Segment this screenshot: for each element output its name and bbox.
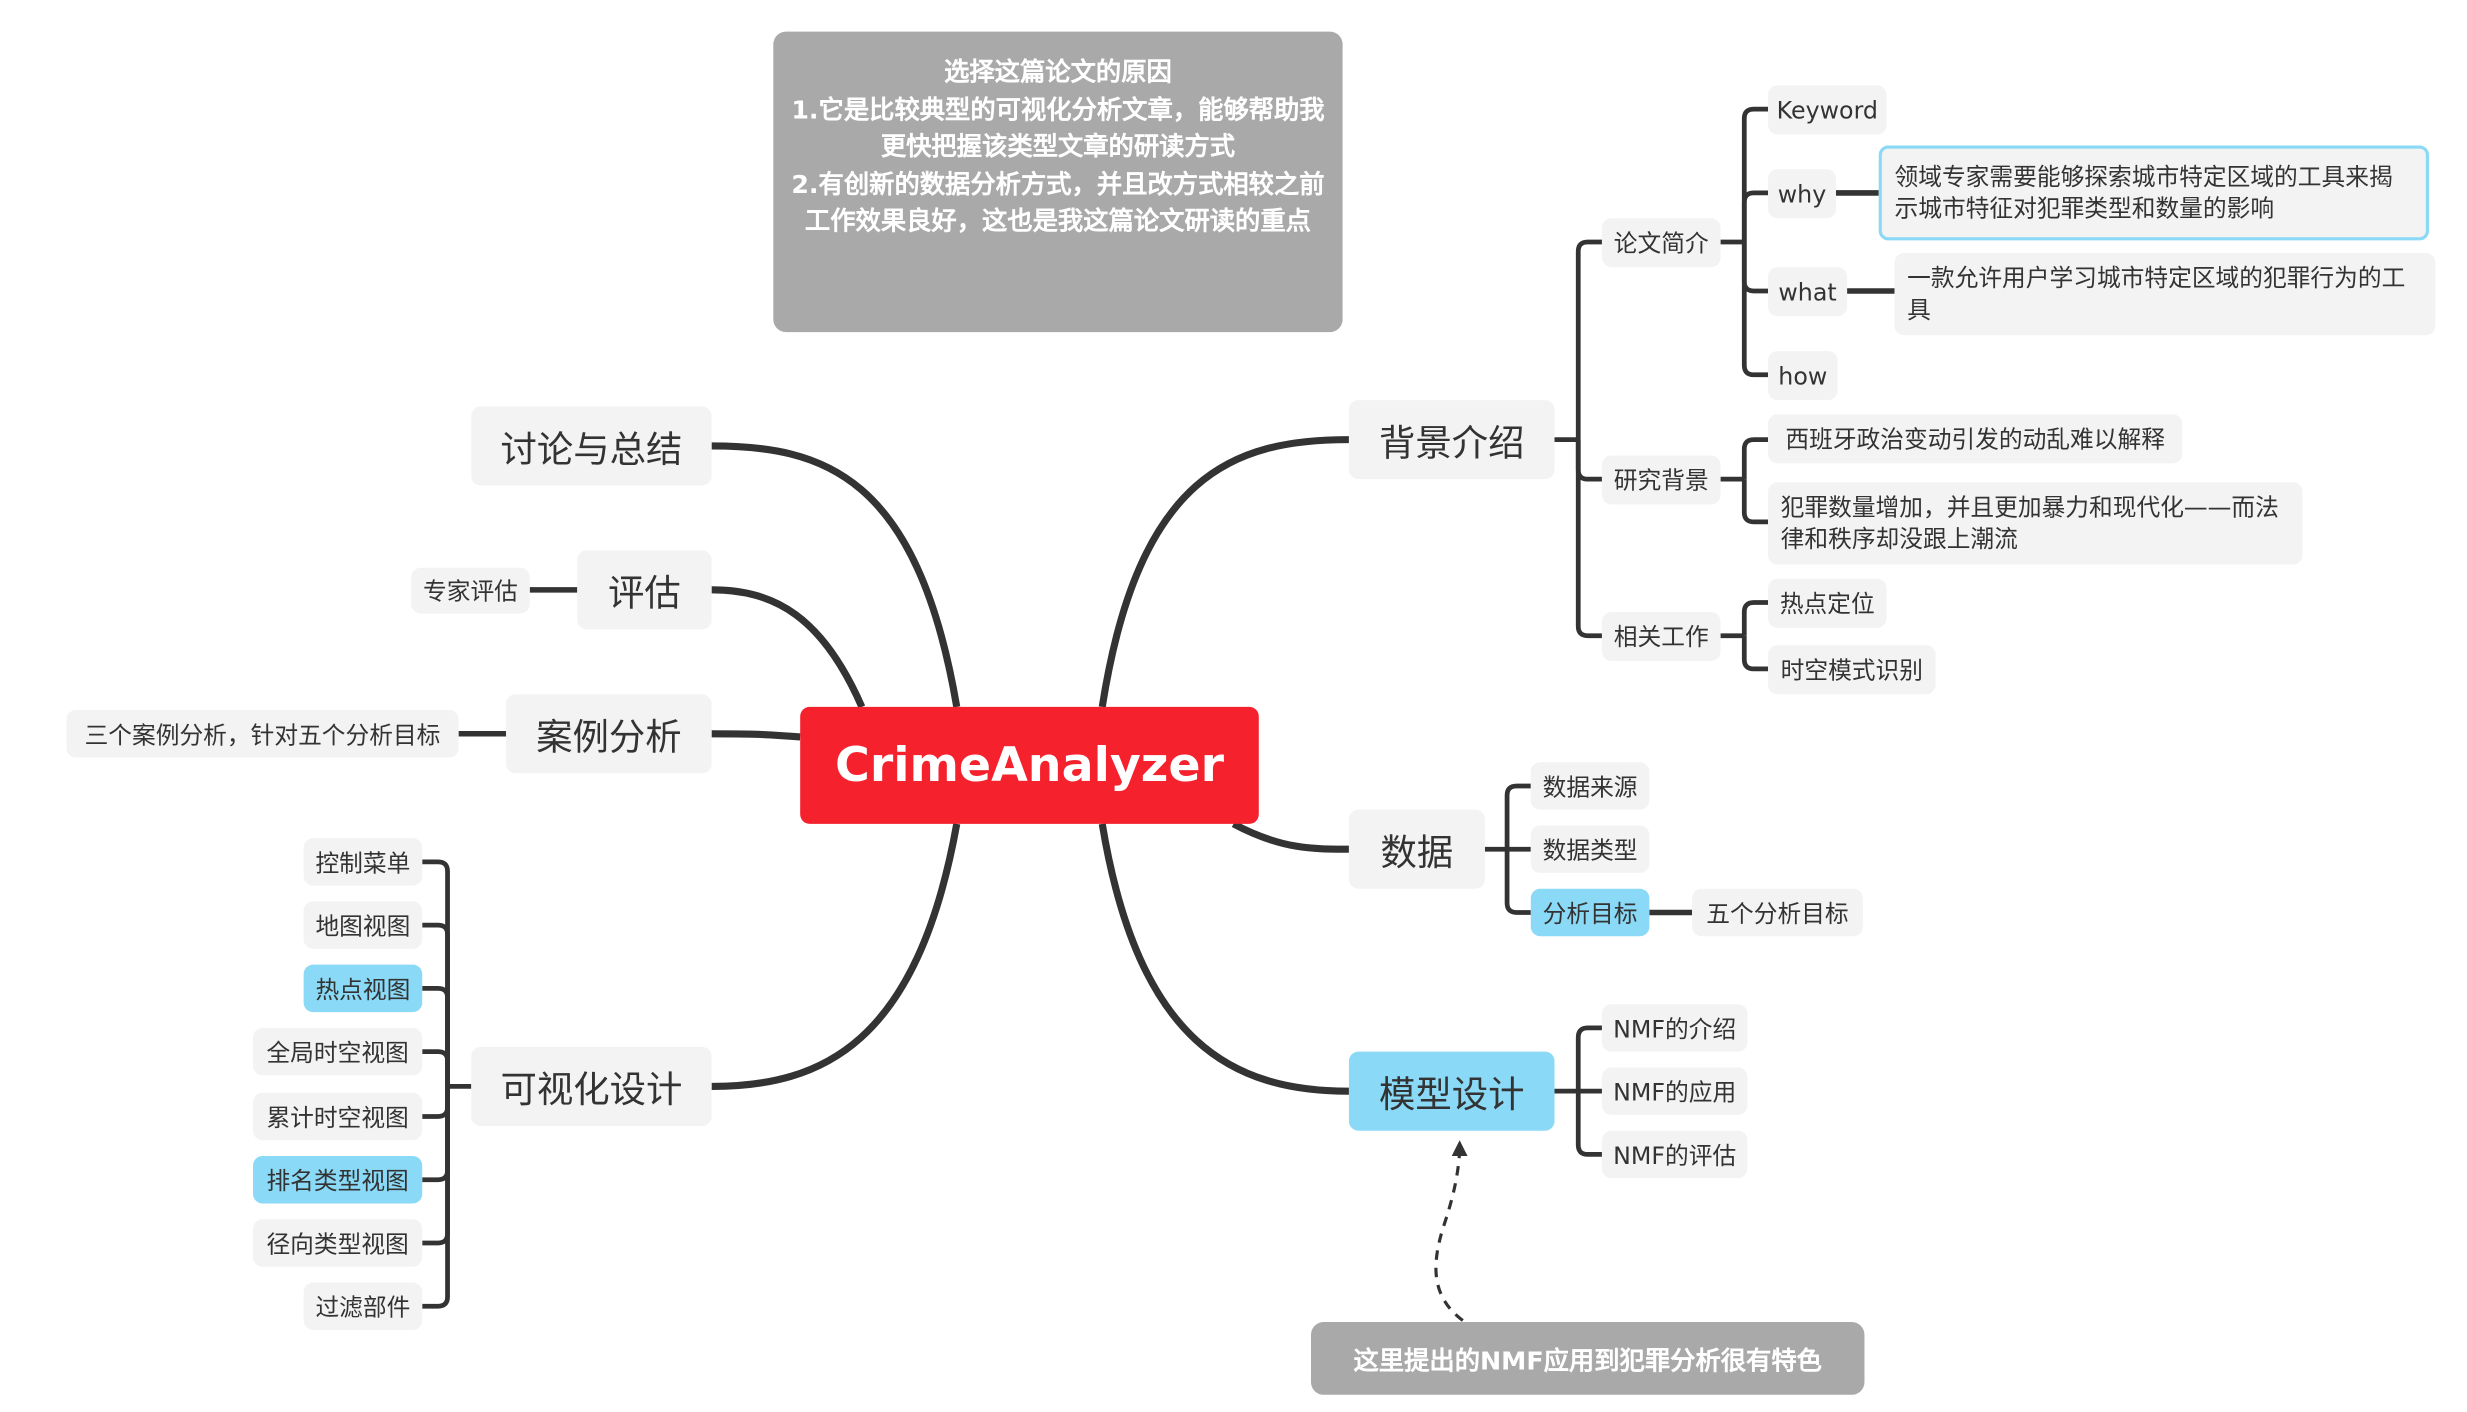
note-arrow <box>1434 1151 1464 1322</box>
data-source[interactable]: 数据来源 <box>1530 762 1650 810</box>
bracket-intro-link-1 <box>1741 190 1769 242</box>
bracket-background-link-1 <box>1575 439 1602 482</box>
nmf-intro[interactable]: NMF的介绍 <box>1601 1004 1748 1052</box>
bracket-visual-link-2 <box>422 986 450 1087</box>
view-global-spatiotemporal[interactable]: 全局时空视图 <box>253 1027 423 1076</box>
bracket-research-link-0 <box>1741 437 1769 480</box>
bracket-visual-link-4 <box>422 1086 450 1119</box>
branch-discussion <box>711 442 961 708</box>
view-ranking-type[interactable]: 排名类型视图 <box>253 1156 423 1204</box>
bracket-visual-link-1 <box>422 922 450 1087</box>
reason-note-title: 选择这篇论文的原因 <box>944 56 1172 87</box>
analysis-goals[interactable]: 分析目标 <box>1530 888 1650 937</box>
bracket-visual-link-0 <box>422 859 450 1087</box>
expert-evaluation[interactable]: 专家评估 <box>411 567 530 614</box>
branch-case <box>711 730 801 741</box>
subtopic-paper-intro[interactable]: 论文简介 <box>1601 218 1721 268</box>
related-item-2[interactable]: 时空模式识别 <box>1768 645 1936 695</box>
item-keyword[interactable]: Keyword <box>1768 85 1887 135</box>
item-how[interactable]: how <box>1768 351 1838 401</box>
bracket-background-link-0 <box>1575 239 1602 440</box>
topic-evaluation[interactable]: 评估 <box>577 550 712 630</box>
research-item-2[interactable]: 犯罪数量增加，并且更加暴力和现代化——而法律和秩序却没跟上潮流 <box>1768 482 2303 565</box>
bracket-visual-link-5 <box>422 1086 450 1183</box>
bracket-related-link-0 <box>1741 600 1769 636</box>
item-why[interactable]: why <box>1768 169 1837 219</box>
bracket-visual-link-7 <box>422 1086 450 1309</box>
branch-data <box>1231 820 1349 853</box>
topic-data[interactable]: 数据 <box>1348 809 1485 889</box>
view-map[interactable]: 地图视图 <box>303 901 423 949</box>
related-item-1[interactable]: 热点定位 <box>1768 578 1887 628</box>
topic-visual-design[interactable]: 可视化设计 <box>471 1046 712 1126</box>
bracket-data-link-0 <box>1504 783 1531 850</box>
view-radial-type[interactable]: 径向类型视图 <box>253 1219 423 1267</box>
bracket-background-link-2 <box>1575 439 1602 639</box>
item-what[interactable]: what <box>1768 267 1848 317</box>
branch-background <box>1098 436 1349 708</box>
bracket-visual-link-3 <box>422 1049 450 1087</box>
bracket-data-link-2 <box>1504 849 1531 915</box>
reason-note-line-2: 2.有创新的数据分析方式，并且改方式相较之前工作效果良好，这也是我这篇论文研读的… <box>791 168 1325 236</box>
topic-case-study[interactable]: 案例分析 <box>506 694 712 774</box>
data-type[interactable]: 数据类型 <box>1530 825 1650 873</box>
five-analysis-goals[interactable]: 五个分析目标 <box>1692 888 1863 937</box>
bracket-intro-link-2 <box>1741 241 1769 294</box>
branch-evaluation <box>711 586 866 709</box>
view-hotspot[interactable]: 热点视图 <box>303 964 423 1013</box>
subtopic-research-background[interactable]: 研究背景 <box>1601 455 1721 505</box>
bracket-intro-link-3 <box>1741 241 1769 378</box>
branch-visual <box>711 823 961 1090</box>
branch-model <box>1098 823 1349 1095</box>
research-item-1[interactable]: 西班牙政治变动引发的动乱难以解释 <box>1768 414 2183 464</box>
case-study-detail[interactable]: 三个案例分析，针对五个分析目标 <box>66 710 459 758</box>
why-description[interactable]: 领域专家需要能够探索城市特定区域的工具来揭示城市特征对犯罪类型和数量的影响 <box>1878 145 2430 241</box>
nmf-evaluation[interactable]: NMF的评估 <box>1601 1130 1748 1179</box>
bracket-intro-link-0 <box>1741 106 1769 242</box>
central-topic[interactable]: CrimeAnalyzer <box>800 706 1259 824</box>
what-description[interactable]: 一款允许用户学习城市特定区域的犯罪行为的工具 <box>1894 253 2436 336</box>
bracket-model-link-0 <box>1575 1025 1602 1092</box>
filter-widget[interactable]: 过滤部件 <box>303 1282 423 1330</box>
bracket-related-link-1 <box>1741 635 1769 672</box>
bracket-visual-link-6 <box>422 1086 450 1246</box>
view-control-menu[interactable]: 控制菜单 <box>303 838 423 886</box>
nmf-application[interactable]: NMF的应用 <box>1601 1067 1748 1115</box>
topic-discussion[interactable]: 讨论与总结 <box>471 406 712 486</box>
arrowhead-icon <box>1451 1140 1468 1157</box>
topic-model-design[interactable]: 模型设计 <box>1348 1051 1555 1131</box>
topic-background[interactable]: 背景介绍 <box>1348 400 1555 480</box>
view-cumulative-spatiotemporal[interactable]: 累计时空视图 <box>253 1092 423 1141</box>
reason-note[interactable]: 选择这篇论文的原因 1.它是比较典型的可视化分析文章，能够帮助我更快把握该类型文… <box>773 31 1343 333</box>
bracket-model-link-2 <box>1575 1091 1602 1157</box>
reason-note-line-1: 1.它是比较典型的可视化分析文章，能够帮助我更快把握该类型文章的研读方式 <box>791 94 1325 162</box>
nmf-note[interactable]: 这里提出的NMF应用到犯罪分析很有特色 <box>1310 1322 1865 1395</box>
subtopic-related-work[interactable]: 相关工作 <box>1601 612 1721 662</box>
bracket-research-link-1 <box>1741 479 1769 525</box>
